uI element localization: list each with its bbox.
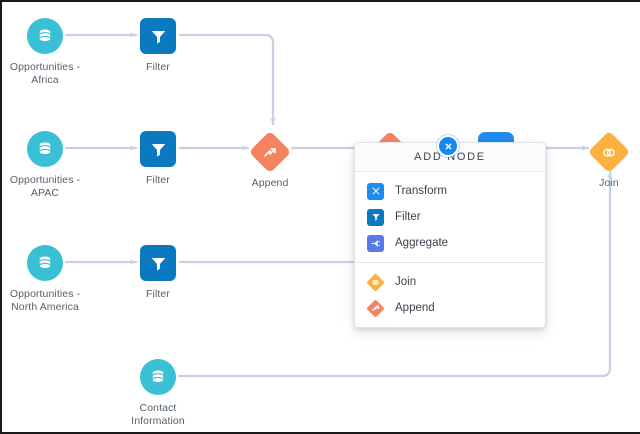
add-node-item-append[interactable]: Append	[355, 295, 545, 321]
node-glyph	[98, 357, 218, 397]
node-glyph	[2, 129, 105, 169]
add-node-menu: ADD NODE Transform Filter	[354, 142, 546, 328]
filter-icon	[140, 18, 176, 54]
database-icon	[140, 359, 176, 395]
filter-icon	[367, 208, 384, 226]
node-filter-north-america[interactable]: Filter	[98, 243, 218, 301]
node-dataset-opportunities-apac[interactable]: Opportunities - APAC	[2, 129, 105, 200]
node-glyph	[98, 129, 218, 169]
database-icon	[27, 245, 63, 281]
node-dataset-contact-information[interactable]: Contact Information	[98, 357, 218, 428]
aggregate-icon	[367, 234, 384, 252]
node-label: Opportunities - Africa	[9, 61, 81, 86]
add-node-menu-group-combiners: Join Append	[355, 262, 545, 327]
close-icon[interactable]	[437, 135, 459, 157]
node-dataset-opportunities-africa[interactable]: Opportunities - Africa	[2, 16, 105, 87]
node-glyph	[210, 130, 330, 174]
add-node-item-label: Filter	[395, 211, 421, 223]
node-append-1[interactable]: Append	[210, 130, 330, 190]
node-label: Opportunities - North America	[9, 288, 81, 313]
node-label: Append	[251, 177, 289, 189]
join-icon	[366, 272, 385, 292]
append-icon	[366, 298, 385, 318]
add-node-item-label: Append	[395, 302, 435, 314]
node-label: Filter	[146, 288, 170, 300]
node-glyph	[2, 243, 105, 283]
add-node-menu-group-transforms: Transform Filter	[355, 172, 545, 262]
node-label: Join	[599, 177, 619, 189]
add-node-item-label: Transform	[395, 185, 447, 197]
filter-icon	[140, 131, 176, 167]
add-node-item-label: Join	[395, 276, 417, 288]
database-icon	[27, 18, 63, 54]
node-dataset-opportunities-north-america[interactable]: Opportunities - North America	[2, 243, 105, 314]
node-glyph	[98, 16, 218, 56]
add-node-item-transform[interactable]: Transform	[355, 178, 545, 204]
add-node-item-filter[interactable]: Filter	[355, 204, 545, 230]
database-icon	[27, 131, 63, 167]
transform-icon	[367, 182, 384, 200]
node-join-1[interactable]: Join	[549, 130, 640, 190]
node-label: Filter	[146, 61, 170, 73]
add-node-item-join[interactable]: Join	[355, 269, 545, 295]
add-node-item-label: Aggregate	[395, 237, 449, 249]
append-icon	[248, 130, 292, 174]
node-label: Contact Information	[131, 402, 185, 427]
node-glyph	[2, 16, 105, 56]
add-node-item-aggregate[interactable]: Aggregate	[355, 230, 545, 256]
node-label: Opportunities - APAC	[9, 174, 81, 199]
node-filter-africa[interactable]: Filter	[98, 16, 218, 74]
node-glyph	[98, 243, 218, 283]
join-icon	[587, 130, 631, 174]
node-filter-apac[interactable]: Filter	[98, 129, 218, 187]
node-label: Filter	[146, 174, 170, 186]
node-glyph	[549, 130, 640, 174]
filter-icon	[140, 245, 176, 281]
